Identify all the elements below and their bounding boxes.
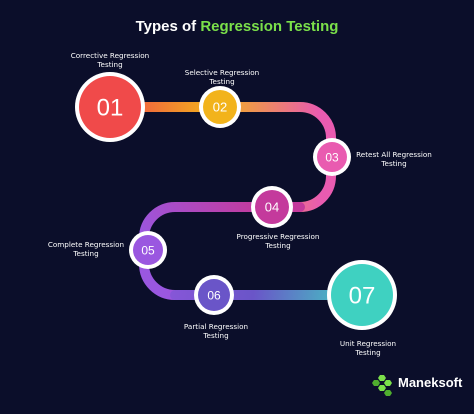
step-03-node: 03	[313, 138, 351, 176]
step-01-node: 01	[75, 72, 145, 142]
step-04-node: 04	[251, 186, 293, 228]
step-05-number: 05	[141, 243, 155, 257]
step-04-number: 04	[265, 200, 279, 215]
step-06-node: 06	[194, 275, 234, 315]
step-03-circle	[317, 142, 347, 172]
step-06-label: Partial Regression Testing	[183, 322, 249, 340]
step-03-label: Retest All Regression Testing	[356, 150, 432, 168]
brand-name: Maneksoft	[398, 374, 463, 390]
step-03-number: 03	[325, 150, 339, 164]
step-04-circle	[255, 190, 289, 224]
step-01-label: Corrective Regression Testing	[70, 51, 150, 69]
step-01-circle	[79, 76, 141, 138]
brand-logo: Maneksoft	[376, 372, 462, 392]
step-05-node: 05	[129, 231, 167, 269]
brand-logo-icon	[372, 375, 392, 396]
step-07-circle	[331, 264, 393, 326]
step-01-number: 01	[97, 95, 124, 122]
step-06-number: 06	[207, 288, 221, 302]
step-06-circle	[198, 279, 230, 311]
page-title: Types of Regression Testing	[0, 18, 474, 35]
title-prefix: Types of	[135, 18, 197, 35]
step-02-label: Selective Regression Testing	[184, 68, 260, 86]
title-highlight: Regression Testing	[200, 18, 339, 35]
step-02-circle	[203, 90, 237, 124]
step-07-node: 07	[327, 260, 397, 330]
step-05-label: Complete Regression Testing	[47, 240, 125, 258]
step-07-number: 07	[349, 283, 376, 310]
step-04-label: Progressive Regression Testing	[236, 232, 320, 250]
step-05-circle	[133, 235, 163, 265]
step-02-node: 02	[199, 86, 241, 128]
step-07-label: Unit Regression Testing	[339, 339, 397, 357]
step-02-number: 02	[213, 100, 227, 115]
